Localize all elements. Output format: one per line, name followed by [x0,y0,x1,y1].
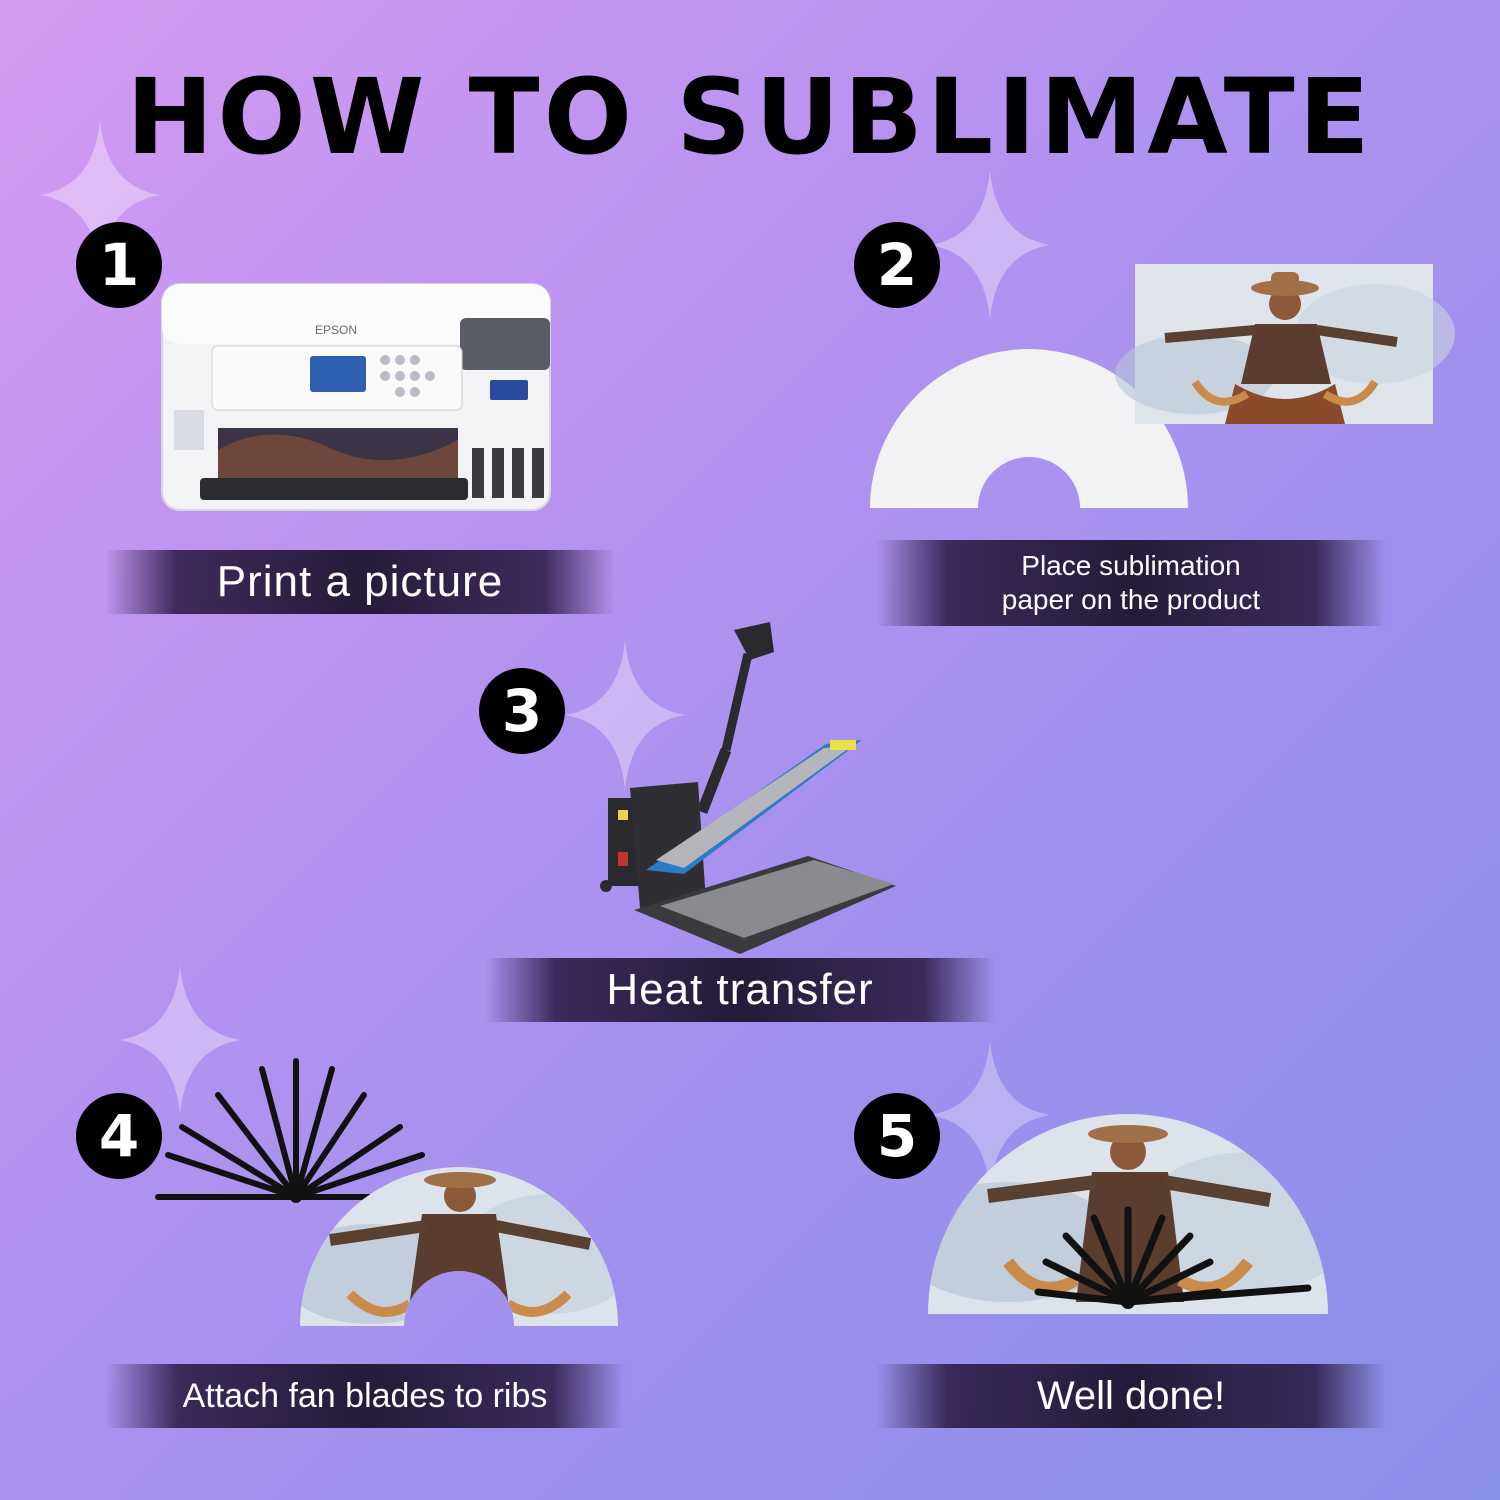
fan-ribs-illustration [155,1058,429,1203]
sparkle-icon [930,170,1050,320]
step-1-badge: 1 [76,222,162,308]
page-title: HOW TO SUBLIMATE [126,56,1374,178]
step-4-caption: Attach fan blades to ribs [105,1364,625,1428]
sparkle-icon [930,1040,1050,1190]
step-2-caption: Place sublimation paper on the product [876,540,1386,626]
step-4-badge: 4 [76,1093,162,1179]
sparkle-icon [565,640,685,790]
finished-fan-illustration [928,1114,1328,1314]
sparkle-icon [40,120,160,270]
heat-press-illustration [600,622,896,954]
step-3-caption: Heat transfer [485,958,995,1022]
sparkle-icon [120,965,240,1115]
step-5-badge: 5 [854,1093,940,1179]
cowboy-picture [1115,264,1455,424]
printer-brand-label: EPSON [315,323,357,337]
printed-fan-blade [300,1167,618,1326]
blank-fan-blade [870,349,1188,508]
step-3-badge: 3 [479,668,565,754]
step-1-caption: Print a picture [105,550,615,614]
printer-illustration: EPSON [161,283,551,511]
step-5-caption: Well done! [876,1364,1386,1428]
step-2-badge: 2 [854,222,940,308]
